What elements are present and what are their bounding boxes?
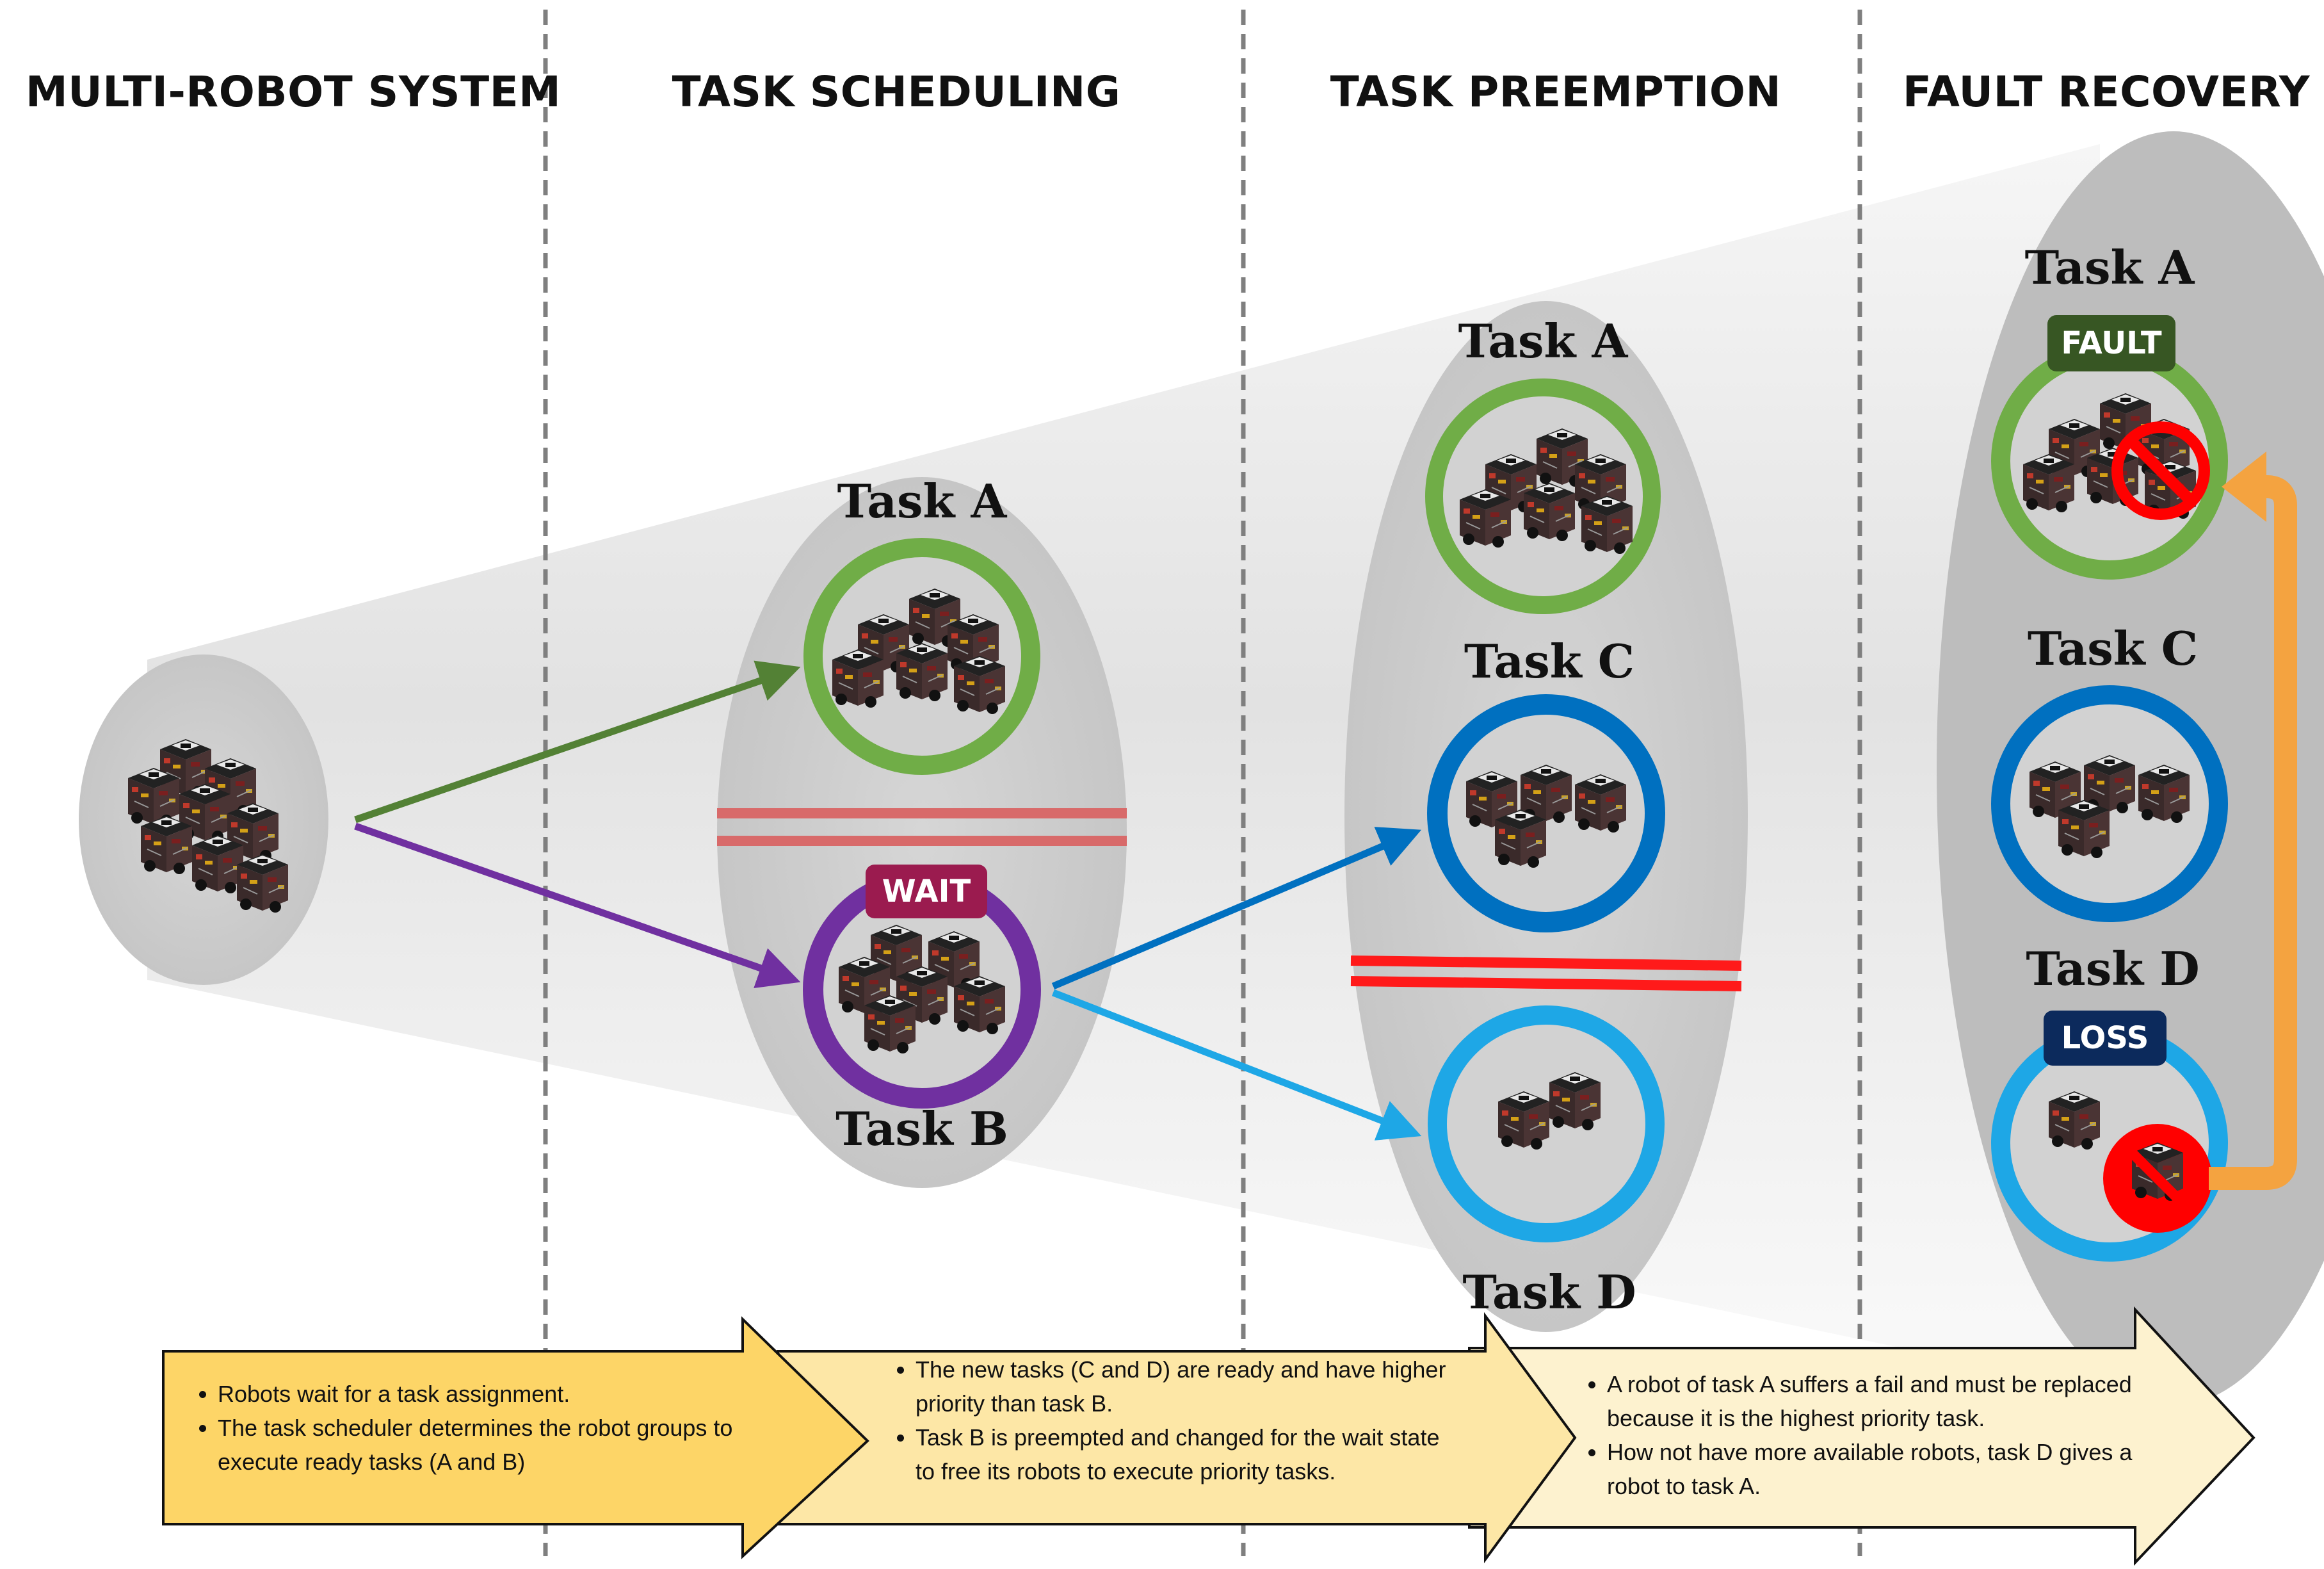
- arrow-to-task-c: [1051, 827, 1422, 990]
- sched-separator: [717, 808, 1127, 846]
- note-3-item-2: How not have more available robots, task…: [1607, 1435, 2158, 1503]
- column-title-fault-recovery: FAULT RECOVERY: [1902, 67, 2311, 117]
- arrow-to-task-d: [1052, 989, 1422, 1141]
- note-task-scheduling: The new tasks (C and D) are ready and ha…: [871, 1353, 1447, 1488]
- note-arrow-1: [162, 1316, 869, 1559]
- column-dividers: [543, 10, 1862, 1556]
- column-title-task-scheduling: TASK SCHEDULING: [672, 67, 1121, 117]
- column-title-task-preemption: TASK PREEMPTION: [1330, 67, 1782, 117]
- note-3-item-1: A robot of task A suffers a fail and mus…: [1607, 1367, 2158, 1435]
- note-multi-robot: Robots wait for a task assignment. The t…: [173, 1377, 736, 1479]
- loss-prohibit-icon: [2103, 1124, 2212, 1233]
- note-1-item-1: Robots wait for a task assignment.: [218, 1377, 736, 1411]
- fault-badge: FAULT: [2047, 315, 2175, 371]
- note-task-preemption: A robot of task A suffers a fail and mus…: [1562, 1367, 2158, 1503]
- note-2-item-1: The new tasks (C and D) are ready and ha…: [916, 1353, 1447, 1420]
- pre-task-a-label: Task A: [1458, 314, 1628, 368]
- rec-task-d-label: Task D: [2026, 941, 2200, 996]
- pre-separator: [1350, 955, 1742, 991]
- fault-prohibit-icon: [2111, 421, 2210, 520]
- note-arrow-3: [1468, 1306, 2255, 1566]
- loss-badge: LOSS: [2044, 1011, 2167, 1066]
- wait-badge: WAIT: [866, 865, 987, 918]
- pre-task-d-label: Task D: [1462, 1265, 1636, 1319]
- arrow-to-task-a: [354, 660, 801, 824]
- note-2-item-2: Task B is preempted and changed for the …: [916, 1420, 1447, 1488]
- rec-task-c-label: Task C: [2027, 621, 2199, 676]
- column-title-multi-robot: MULTI-ROBOT SYSTEM: [26, 67, 561, 117]
- recovery-arrow: [2209, 475, 2297, 1190]
- recovery-arrowhead: [2222, 451, 2266, 522]
- sched-task-b-label: Task B: [835, 1102, 1008, 1156]
- rec-task-a-label: Task A: [2024, 240, 2195, 295]
- pre-task-c-label: Task C: [1464, 634, 1635, 688]
- sched-task-a-label: Task A: [837, 474, 1007, 528]
- note-arrow-2: [777, 1312, 1577, 1564]
- arrow-to-task-b: [354, 822, 801, 988]
- note-1-item-2: The task scheduler determines the robot …: [218, 1411, 736, 1479]
- funnel-background: [147, 144, 2100, 1390]
